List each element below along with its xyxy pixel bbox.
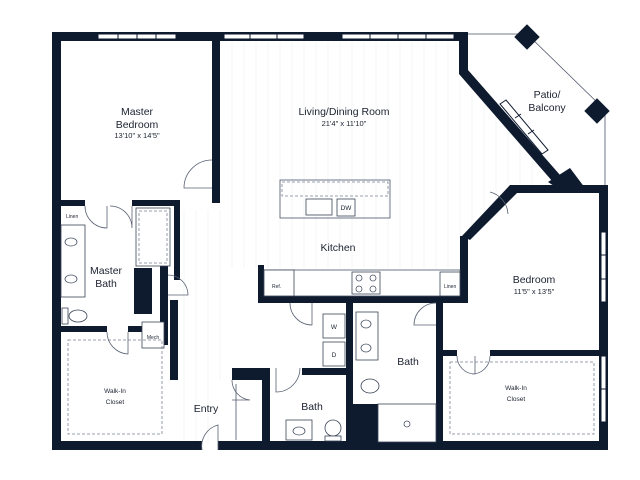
- living-dining-name: Living/Dining Room: [298, 106, 389, 118]
- walk-in-closet-left-line2: Closet: [106, 399, 125, 406]
- master-bath-name-line1: Master: [90, 265, 123, 277]
- dishwasher-label: DW: [341, 205, 353, 212]
- right-bath-fixtures: [355, 311, 437, 443]
- walk-in-closet-right-line2: Closet: [507, 396, 526, 403]
- closet-shelving: [67, 339, 595, 440]
- linen-master-label: Linen: [66, 214, 78, 220]
- windows: [97, 33, 607, 423]
- laundry-fixtures: [322, 313, 346, 367]
- refrigerator-label: Ref.: [272, 284, 281, 290]
- dryer-label: D: [332, 352, 337, 359]
- linen-kitchen-label: Linen: [444, 284, 456, 290]
- walk-in-closet-left-line1: Walk-In: [104, 388, 126, 395]
- washer-label: W: [331, 324, 338, 331]
- master-bedroom-name-line1: Master: [121, 106, 154, 118]
- bath-right-name: Bath: [397, 356, 419, 368]
- living-dining-dims: 21'4" x 11'10": [322, 119, 367, 128]
- bedroom-name: Bedroom: [513, 274, 556, 286]
- entry-name: Entry: [194, 403, 219, 415]
- patio-railing: [468, 24, 610, 185]
- master-bedroom-dims: 13'10" x 14'5": [114, 131, 160, 140]
- bottom-bath-fixtures: [285, 419, 342, 442]
- mech-label: Mech: [147, 335, 159, 341]
- walk-in-closet-right-line1: Walk-In: [505, 385, 527, 392]
- floor-planking: [183, 42, 533, 445]
- kitchen-name: Kitchen: [320, 242, 355, 254]
- door-swings: [84, 159, 509, 451]
- master-bedroom-name-line2: Bedroom: [116, 119, 159, 131]
- master-bath-fixtures: [60, 207, 171, 349]
- patio-name-line1: Patio/: [534, 89, 561, 101]
- patio-name-line2: Balcony: [528, 102, 566, 114]
- master-bath-name-line2: Bath: [95, 278, 117, 290]
- bath-bottom-name: Bath: [301, 401, 323, 413]
- kitchen-island: [279, 179, 391, 219]
- bedroom-dims: 11'5" x 13'5": [514, 287, 555, 296]
- kitchen-counter: [263, 269, 461, 297]
